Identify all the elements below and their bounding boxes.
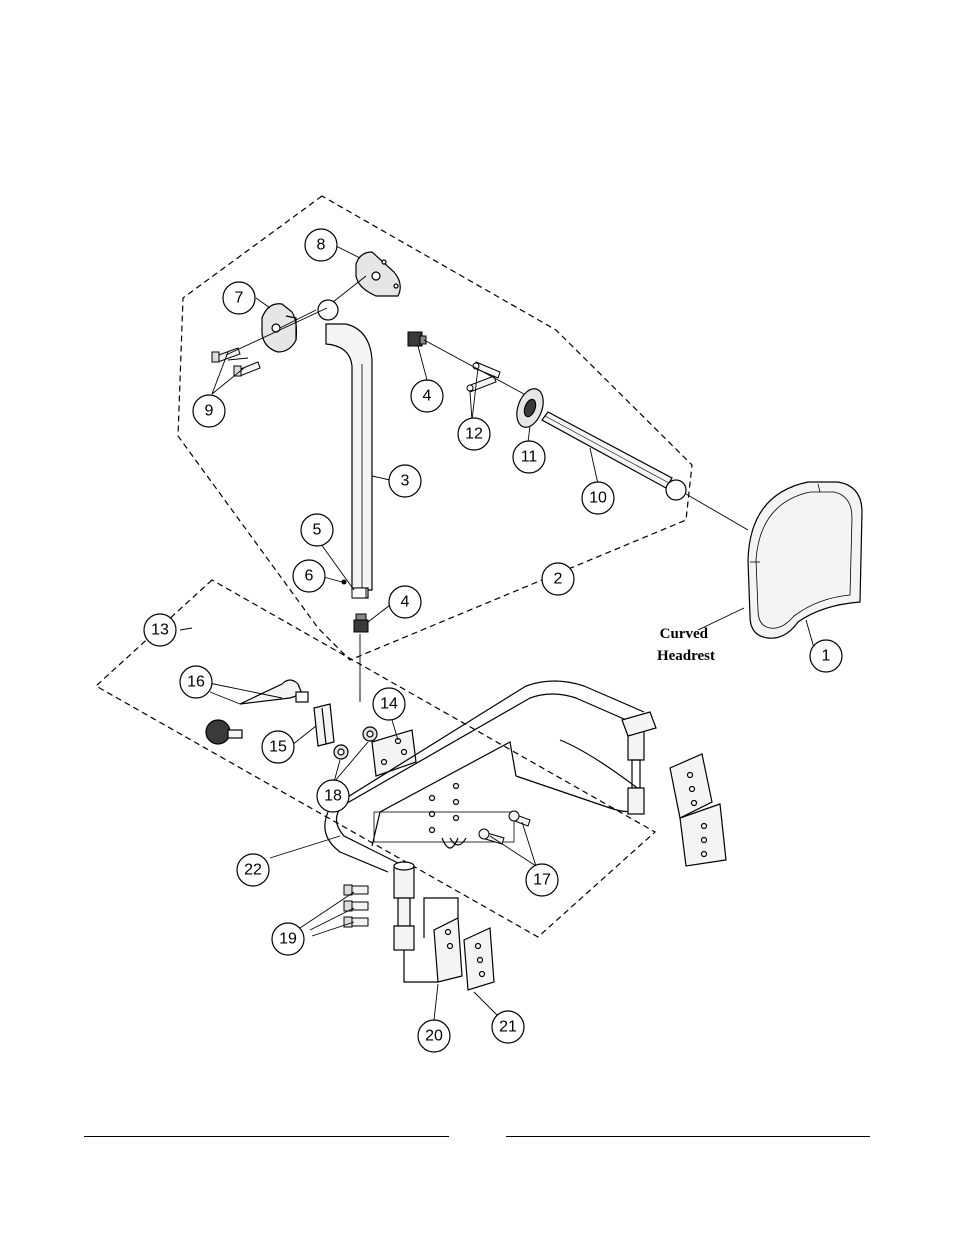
callout-5: 5 <box>301 514 333 546</box>
svg-text:21: 21 <box>499 1019 517 1036</box>
frame-part-22 <box>325 681 644 872</box>
callout-14: 14 <box>373 688 405 720</box>
callout-15: 15 <box>262 731 294 763</box>
callout-7: 7 <box>223 282 255 314</box>
footer-rule-left <box>84 1136 449 1137</box>
callout-11: 11 <box>513 441 545 473</box>
svg-text:8: 8 <box>317 237 326 254</box>
svg-text:9: 9 <box>205 403 214 420</box>
callouts: 1 2 3 4 4 5 6 7 8 9 10 11 12 13 14 15 16… <box>144 229 842 1052</box>
small-parts-5-6 <box>342 580 368 632</box>
lever-part-16 <box>240 680 308 704</box>
group-outline-2 <box>178 196 692 660</box>
callout-9: 9 <box>193 395 225 427</box>
callout-19: 19 <box>272 923 304 955</box>
callout-16: 16 <box>180 666 212 698</box>
svg-text:6: 6 <box>305 568 314 585</box>
disc-part-11 <box>512 385 548 431</box>
frame-column-left <box>394 862 414 950</box>
footer-rule-right <box>506 1136 870 1137</box>
headrest-label: Curved Headrest <box>657 626 715 664</box>
bolts-part-17 <box>479 811 530 844</box>
clamp-part-8 <box>356 252 400 296</box>
callout-17: 17 <box>526 864 558 896</box>
callout-22: 22 <box>237 854 269 886</box>
svg-text:12: 12 <box>465 426 483 443</box>
callout-6: 6 <box>293 560 325 592</box>
svg-text:4: 4 <box>423 388 432 405</box>
svg-text:14: 14 <box>380 696 398 713</box>
callout-20: 20 <box>418 1020 450 1052</box>
callout-18: 18 <box>317 780 349 812</box>
svg-text:10: 10 <box>589 490 607 507</box>
clip-part-15 <box>314 704 334 746</box>
callout-2: 2 <box>542 563 574 595</box>
callout-4-lower: 4 <box>389 586 421 618</box>
svg-text:16: 16 <box>187 674 205 691</box>
svg-text:19: 19 <box>279 931 297 948</box>
svg-text:3: 3 <box>401 473 410 490</box>
headrest-post <box>318 300 372 598</box>
svg-text:15: 15 <box>269 739 287 756</box>
knob-part-16 <box>206 720 242 744</box>
svg-text:5: 5 <box>313 522 322 539</box>
headrest-label-line2: Headrest <box>657 648 715 664</box>
svg-text:1: 1 <box>822 648 831 665</box>
svg-text:20: 20 <box>425 1028 443 1045</box>
callout-8: 8 <box>305 229 337 261</box>
callout-13: 13 <box>144 614 176 646</box>
callout-4-upper: 4 <box>411 380 443 412</box>
svg-text:18: 18 <box>324 788 342 805</box>
plate-part-14 <box>372 730 416 776</box>
callout-10: 10 <box>582 482 614 514</box>
svg-text:11: 11 <box>521 449 538 466</box>
svg-text:7: 7 <box>235 290 244 307</box>
svg-text:4: 4 <box>401 594 410 611</box>
svg-text:13: 13 <box>151 622 169 639</box>
screws-part-9 <box>212 348 260 376</box>
svg-text:22: 22 <box>244 862 262 879</box>
svg-text:17: 17 <box>533 872 551 889</box>
bar-part-10 <box>542 412 686 500</box>
curved-headrest-pad <box>748 482 862 638</box>
svg-text:2: 2 <box>554 571 563 588</box>
pins-part-12 <box>467 362 500 392</box>
headrest-label-line1: Curved <box>660 626 709 642</box>
nuts-part-18 <box>334 727 377 759</box>
bracket-part-21 <box>464 928 494 990</box>
screws-part-19 <box>344 885 368 927</box>
callout-21: 21 <box>492 1011 524 1043</box>
callout-12: 12 <box>458 418 490 450</box>
callout-3: 3 <box>389 465 421 497</box>
callout-1: 1 <box>810 640 842 672</box>
clamp-part-7 <box>262 304 297 352</box>
end-plug-upper <box>408 332 426 346</box>
